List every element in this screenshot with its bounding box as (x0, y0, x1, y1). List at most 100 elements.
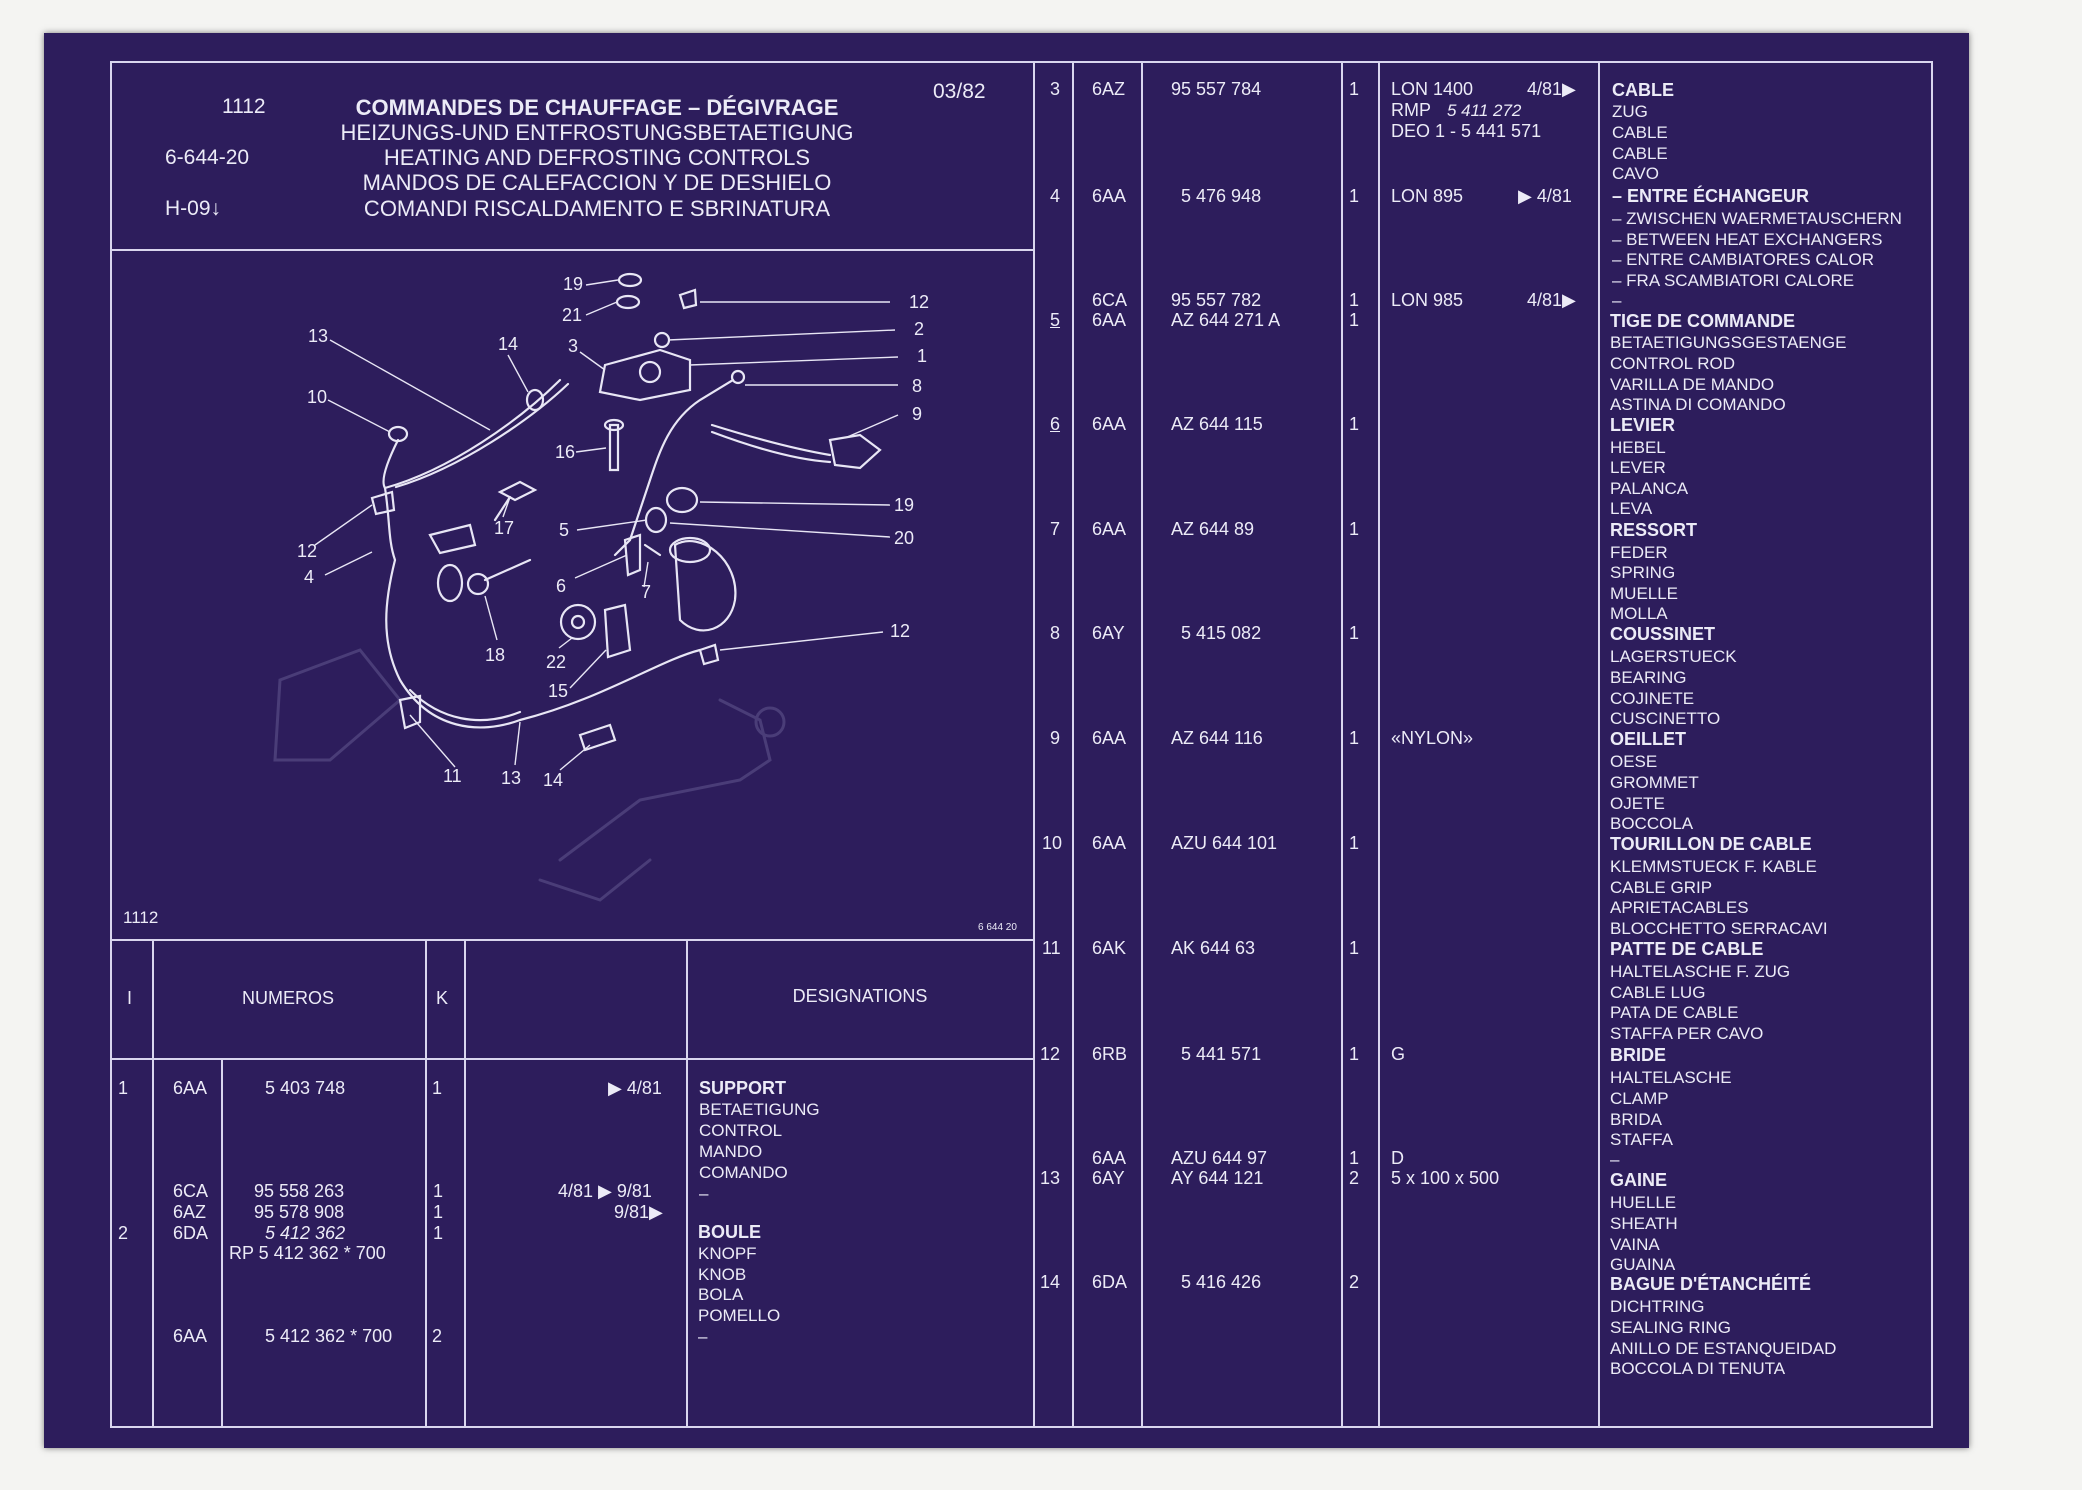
callout-20: 20 (894, 528, 915, 548)
cable-loop (383, 486, 702, 729)
designation-fr: SUPPORT (699, 1078, 787, 1098)
note: D (1391, 1148, 1404, 1168)
frame-bottom (110, 1426, 1933, 1428)
note: RMP (1391, 100, 1431, 120)
designation-it: BOCCOLA (1610, 814, 1694, 833)
designation-en: CONTROL ROD (1610, 354, 1735, 373)
part-code: 6DA (173, 1223, 209, 1243)
knob-2 (653, 331, 671, 349)
item-number: 6 (1050, 414, 1061, 434)
group-code: 6-644-20 (165, 146, 250, 169)
frame-top (110, 61, 1933, 63)
part-16 (608, 423, 620, 472)
col-k-divider (464, 939, 466, 1427)
part-code: 6CA (173, 1181, 209, 1201)
item-number: 9 (1050, 728, 1061, 748)
table-header-divider (110, 1058, 1035, 1060)
callout-15: 15 (548, 681, 569, 701)
top-cable-2 (394, 382, 570, 489)
col-header-k: K (436, 988, 449, 1008)
designation-de: HEBEL (1610, 438, 1666, 457)
designation-es: MUELLE (1610, 584, 1679, 603)
top-cable (383, 378, 562, 490)
part-code: 6AA (1092, 1148, 1127, 1168)
callout-2: 2 (914, 319, 925, 339)
part-22 (559, 603, 597, 641)
note: ▶ 4/81 (1518, 186, 1572, 206)
callout-12c: 12 (890, 621, 911, 641)
part-7-spring (643, 543, 662, 557)
quantity: 1 (433, 1202, 444, 1222)
designation-es: OJETE (1610, 794, 1665, 813)
callout-7: 7 (641, 582, 652, 602)
page-number: 1112 (222, 95, 266, 118)
rcol-num-divider (1341, 61, 1343, 1428)
callout-14: 14 (498, 334, 519, 354)
col-header-numeros: NUMEROS (241, 988, 335, 1008)
designation-es: PATA DE CABLE (1610, 1003, 1739, 1022)
designation-es: VARILLA DE MANDO (1610, 375, 1775, 394)
part-21 (615, 294, 641, 310)
designation-de: HUELLE (1610, 1193, 1677, 1212)
designation-en: CLAMP (1610, 1089, 1669, 1108)
callout-1: 1 (917, 346, 928, 366)
part-number: AZ 644 271 A (1171, 310, 1281, 330)
callout-8: 8 (912, 376, 923, 396)
part-code: 6AA (1092, 519, 1127, 539)
cable-9-a (710, 423, 832, 457)
designation-it: MOLLA (1610, 604, 1668, 623)
cable-9-b (710, 430, 832, 464)
note: 9/81▶ (614, 1202, 663, 1222)
control-rod (613, 378, 735, 557)
part-17-shaft (493, 495, 512, 522)
designation-es: ANILLO DE ESTANQUEIDAD (1610, 1339, 1837, 1358)
designation-en: GROMMET (1610, 773, 1699, 792)
quantity: 1 (1349, 414, 1360, 434)
designation-en: KNOB (698, 1265, 747, 1284)
frame-right (1931, 61, 1933, 1428)
replacement-part: RP 5 412 362 * 700 (229, 1243, 386, 1263)
ghost-outline-right (558, 698, 772, 862)
item-number: 3 (1050, 79, 1061, 99)
item-number: 10 (1042, 833, 1063, 853)
designation-en: SEALING RING (1610, 1318, 1731, 1337)
part-20 (644, 506, 668, 534)
designation-fr: – ENTRE ÉCHANGEUR (1612, 186, 1810, 206)
designation-es: VAINA (1610, 1235, 1660, 1254)
designation-fr: CABLE (1612, 80, 1674, 100)
callout-6: 6 (556, 576, 567, 596)
quantity: 1 (1349, 623, 1360, 643)
designation-es: BOLA (698, 1285, 744, 1304)
ghost-outline-left (273, 648, 403, 762)
item-number: 1 (118, 1078, 129, 1098)
designation-en: LEVER (1610, 458, 1666, 477)
part-code: 6AY (1092, 623, 1125, 643)
callout-18: 18 (485, 645, 506, 665)
callout-13b: 13 (501, 768, 522, 788)
rod-end (730, 369, 746, 385)
part-code: 6DA (1092, 1272, 1128, 1292)
part-19-lower (665, 486, 699, 514)
designation-es: – ENTRE CAMBIATORES CALOR (1612, 250, 1874, 269)
designation-dash: – (699, 1184, 709, 1203)
designation-de: KNOPF (698, 1244, 757, 1263)
part-number: 5 476 948 (1181, 186, 1262, 206)
designation-it: STAFFA PER CAVO (1610, 1024, 1764, 1043)
designation-it: – FRA SCAMBIATORI CALORE (1612, 271, 1855, 290)
quantity: 1 (433, 1223, 444, 1243)
callout-10: 10 (307, 387, 328, 407)
title-de: HEIZUNGS-UND ENTFROSTUNGSBETAETIGUNG (340, 120, 854, 145)
item-number: 14 (1040, 1272, 1061, 1292)
quantity: 2 (432, 1326, 443, 1346)
frame-left (110, 61, 112, 1428)
quantity: 1 (1349, 938, 1360, 958)
callout-14b: 14 (543, 770, 564, 790)
designation-de: DICHTRING (1610, 1297, 1705, 1316)
part-code: 6RB (1092, 1044, 1128, 1064)
title-en: HEATING AND DEFROSTING CONTROLS (383, 145, 811, 170)
note: 4/81 ▶ 9/81 (558, 1181, 652, 1201)
designation-fr: TIGE DE COMMANDE (1610, 311, 1796, 331)
part-number: 95 558 263 (254, 1181, 345, 1201)
housing (673, 539, 737, 632)
